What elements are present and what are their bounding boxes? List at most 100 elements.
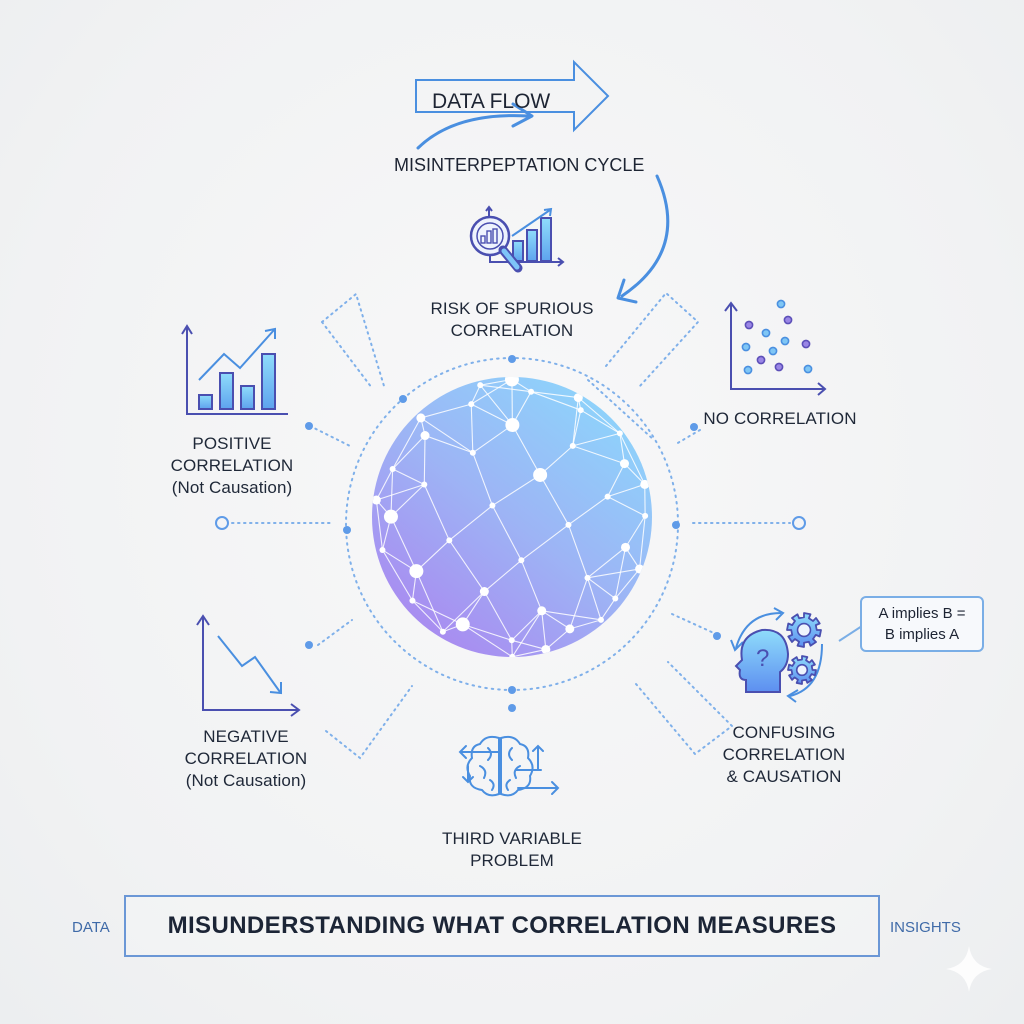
mesh-node [640,479,650,489]
mesh-edge [483,591,513,641]
node-none-label: NO CORRELATION [700,408,860,430]
scatter-dot [803,364,813,374]
mesh-edge [541,610,571,630]
label-line: & CAUSATION [726,767,842,786]
cycle-arrow-right-icon [616,174,670,304]
trend-down-icon [196,614,301,717]
mesh-node [565,521,572,528]
mesh-node [642,512,649,519]
mesh-edge [580,409,621,434]
scatter-dot [761,328,771,338]
mesh-edge [390,468,394,517]
mesh-edge [483,559,522,592]
mesh-node [612,595,619,602]
mesh-edge [376,483,425,501]
orbit-node [508,704,516,712]
footer-right-label: INSIGHTS [890,919,961,936]
mesh-node [616,430,623,437]
scatter-dot [780,336,790,346]
mesh-edge [412,600,463,625]
mesh-node [565,624,575,634]
mesh-edge [512,648,546,657]
mesh-edge [607,483,645,498]
scatter-dot [783,315,793,325]
mesh-node [505,417,520,432]
page-title: MISUNDERSTANDING WHAT CORRELATION MEASUR… [167,912,837,939]
mesh-node [446,537,453,544]
label-line: POSITIVE [192,434,272,453]
mesh-node [533,467,548,482]
cycle-arrow-top-icon [416,102,534,150]
mesh-edge [412,600,444,633]
bar-chart-up-icon [181,324,288,415]
mesh-node [409,597,416,604]
mesh-edge [415,539,450,572]
mesh-edge [577,397,621,434]
mesh-node [584,574,591,581]
mesh-edge [392,468,425,486]
mesh-edge [572,397,579,446]
mesh-edge [586,577,602,621]
mesh-node [537,606,547,616]
scatter-dot [774,362,784,372]
mesh-node [409,564,424,579]
mesh-node [469,449,476,456]
mesh-edge [614,547,627,599]
mesh-edge [423,435,426,485]
orbit-nodes [343,355,680,712]
node-third-label: THIRD VARIABLE PROBLEM [412,828,612,872]
mesh-node [528,388,535,395]
mesh-node [389,465,396,472]
title-banner: MISUNDERSTANDING WHAT CORRELATION MEASUR… [124,895,880,957]
mesh-edge [415,570,444,632]
spoke-dot [690,423,698,431]
network-sphere [372,377,652,657]
mesh-edge [381,549,413,601]
mesh-edge [423,484,450,541]
mesh-edge [625,515,646,548]
mesh-node [541,644,551,654]
mesh-edge [607,496,646,517]
label-line: (Not Causation) [171,478,293,497]
magnifier-chart-icon [469,205,565,273]
mesh-edge [569,577,589,630]
mesh-edge [462,623,512,641]
mesh-node [604,493,611,500]
mesh-node [569,442,576,449]
orbit-node [508,355,516,363]
mesh-edge [624,463,646,485]
mesh-edge [470,404,474,453]
scatter-plot-icon [724,299,827,396]
mesh-node [619,459,629,469]
mesh-edge [539,445,574,476]
implication-callout: A implies B = B implies A [860,596,984,652]
label-line: CONFUSING [732,723,836,742]
scatter-dot [744,320,754,330]
dotted-connectors [231,291,791,760]
label-line: CORRELATION [722,745,846,764]
footer-left-label: DATA [72,919,110,936]
mesh-edge [639,515,646,570]
mesh-edge [470,384,481,405]
label-line: CORRELATION [184,749,308,768]
mesh-edge [619,433,626,464]
node-negative-label: NEGATIVE CORRELATION (Not Causation) [156,726,336,792]
scatter-dot [768,346,778,356]
label-line: NEGATIVE [203,727,289,746]
gear-hub [795,663,809,677]
mesh-node [597,616,604,623]
mesh-node [635,564,645,574]
mesh-edge [541,610,547,650]
mesh-edge [511,610,543,641]
mesh-node [577,407,584,414]
mesh-edge [470,378,513,405]
mesh-edge [448,505,493,541]
data-flow-arrow [415,59,610,133]
mesh-node [416,413,426,423]
mesh-node [455,617,470,632]
mesh-edge [568,496,608,526]
mesh-edge [390,484,425,518]
mesh-edge [442,591,485,633]
mesh-edge [472,424,513,454]
